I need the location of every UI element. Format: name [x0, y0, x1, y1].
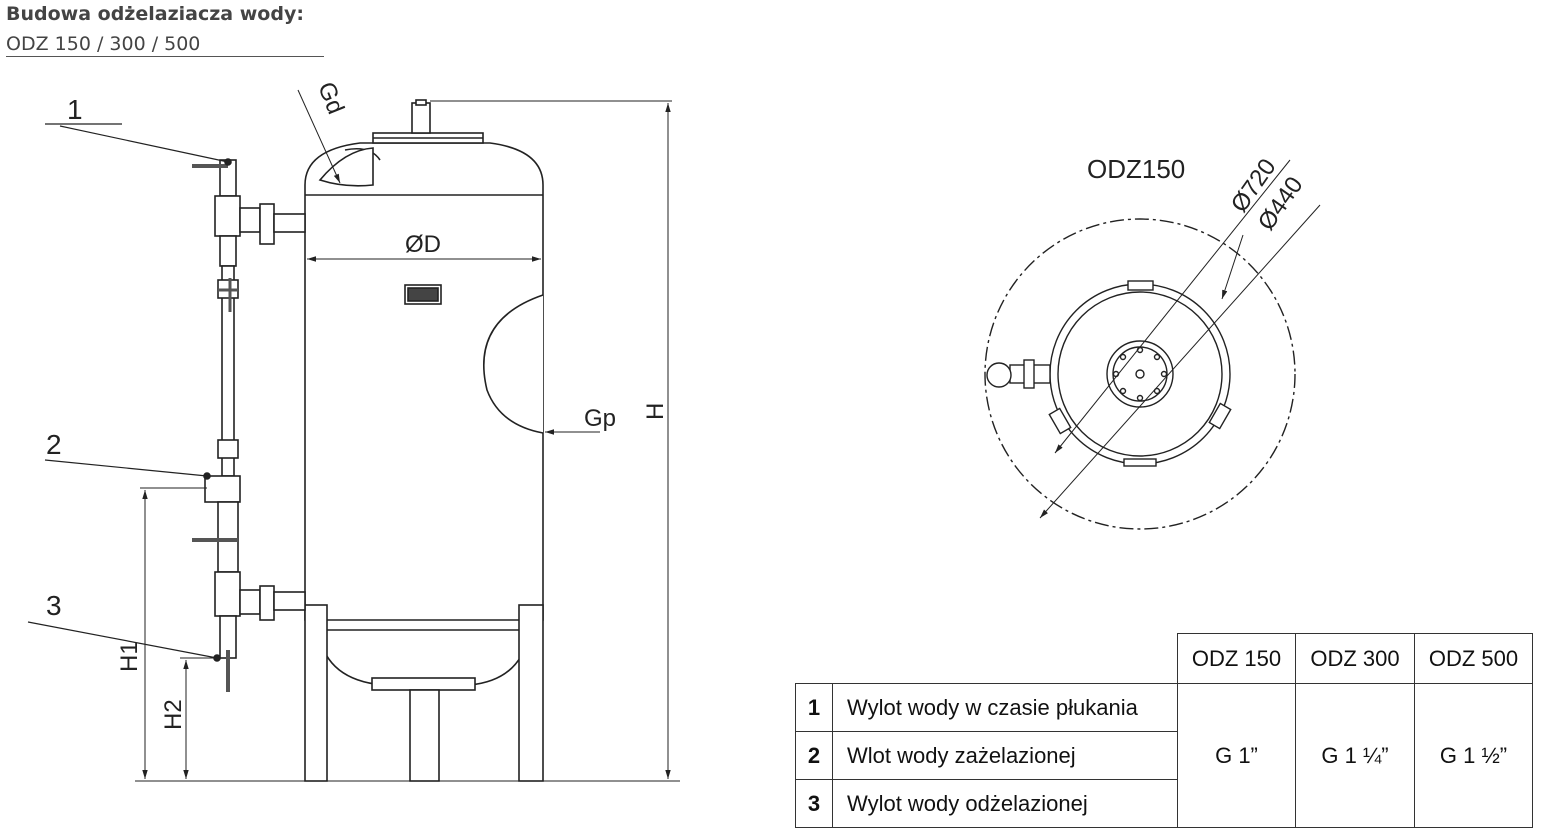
value-odz150: G 1”: [1177, 683, 1296, 828]
callout-1: 1: [67, 94, 83, 125]
spec-table: ODZ 150 ODZ 300 ODZ 500 1 Wylot wody w c…: [795, 633, 1533, 828]
callout-3: 3: [46, 590, 62, 621]
row-label: Wylot wody odżelazionej: [832, 779, 1178, 828]
row-number: 3: [795, 779, 833, 828]
gd-label: Gd: [312, 78, 349, 118]
h1-label: H1: [116, 641, 143, 672]
leg-left: [304, 604, 328, 782]
value-odz500: G 1 ½”: [1414, 683, 1533, 828]
row-label: Wlot wody zażelazionej: [832, 731, 1178, 780]
diameter-label: ØD: [405, 231, 441, 258]
tank-body: [304, 142, 544, 621]
h2-label: H2: [160, 699, 187, 730]
value-odz300: G 1 ¼”: [1295, 683, 1415, 828]
page-subtitle: ODZ 150 / 300 / 500: [6, 33, 324, 57]
top-dome-cut: [318, 147, 374, 187]
side-view: [27, 89, 680, 782]
callout-2: 2: [46, 429, 62, 460]
column-header-odz300: ODZ 300: [1295, 633, 1415, 684]
column-header-odz500: ODZ 500: [1414, 633, 1533, 684]
gp-label: Gp: [584, 405, 616, 432]
table-row: 1 Wylot wody w czasie płukania G 1” G 1 …: [795, 683, 1533, 828]
row-label: Wylot wody w czasie płukania: [832, 683, 1178, 732]
row-number: 2: [795, 731, 833, 780]
model-label: ODZ150: [1087, 154, 1185, 184]
table-row: 2 Wlot wody zażelazionej: [795, 731, 1533, 780]
top-view: [984, 159, 1321, 530]
row-number: 1: [795, 683, 833, 732]
table-row: 3 Wylot wody odżelazionej: [795, 779, 1533, 828]
leg-right: [518, 604, 544, 782]
column-header-odz150: ODZ 150: [1177, 633, 1296, 684]
h-label: H: [642, 403, 669, 420]
side-cutout: [483, 294, 544, 434]
table-header-row: ODZ 150 ODZ 300 ODZ 500: [796, 633, 1533, 684]
page-title: Budowa odżelaziacza wody:: [6, 3, 304, 25]
